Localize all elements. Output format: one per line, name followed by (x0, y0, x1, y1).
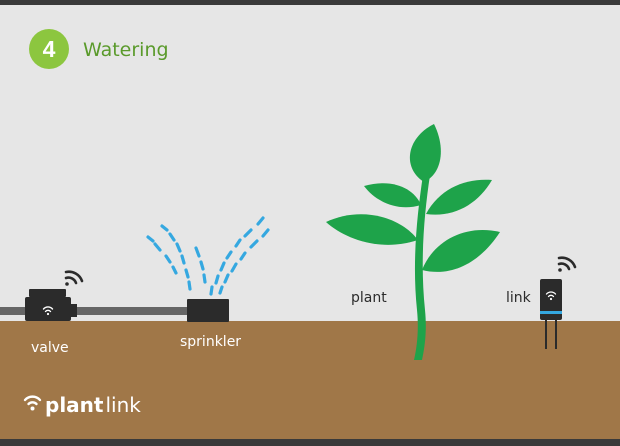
plant-leaf (422, 229, 500, 272)
step-badge (29, 29, 69, 69)
plant-illustration (326, 124, 500, 360)
plant-leaf (364, 183, 421, 208)
water-spray (146, 216, 270, 296)
step-number: 4 (43, 36, 56, 62)
brand-name-light: link (105, 393, 141, 417)
plant-label: plant (351, 290, 387, 306)
valve-device (25, 289, 77, 321)
plant-leaf (409, 124, 441, 182)
soil-ground (0, 321, 620, 439)
valve-wifi-icon (42, 306, 54, 313)
sprinkler-label: sprinkler (180, 334, 241, 350)
plant-stem (414, 175, 430, 360)
step-header: 4 Watering (29, 29, 169, 69)
plant-leaf (426, 179, 492, 215)
link-label: link (506, 290, 532, 306)
brand-name-bold: plant (45, 393, 104, 417)
step-title: Watering (83, 39, 169, 61)
sky-background (0, 5, 620, 321)
sprinkler-device (187, 299, 229, 322)
link-sensor (540, 279, 562, 349)
link-wifi-icon (545, 291, 557, 298)
water-pipe (0, 307, 205, 315)
plant-leaf (326, 214, 418, 245)
brand-wifi-icon (23, 395, 42, 406)
link-signal-icon (557, 256, 577, 272)
valve-signal-icon (64, 270, 84, 286)
valve-label: valve (31, 340, 69, 356)
